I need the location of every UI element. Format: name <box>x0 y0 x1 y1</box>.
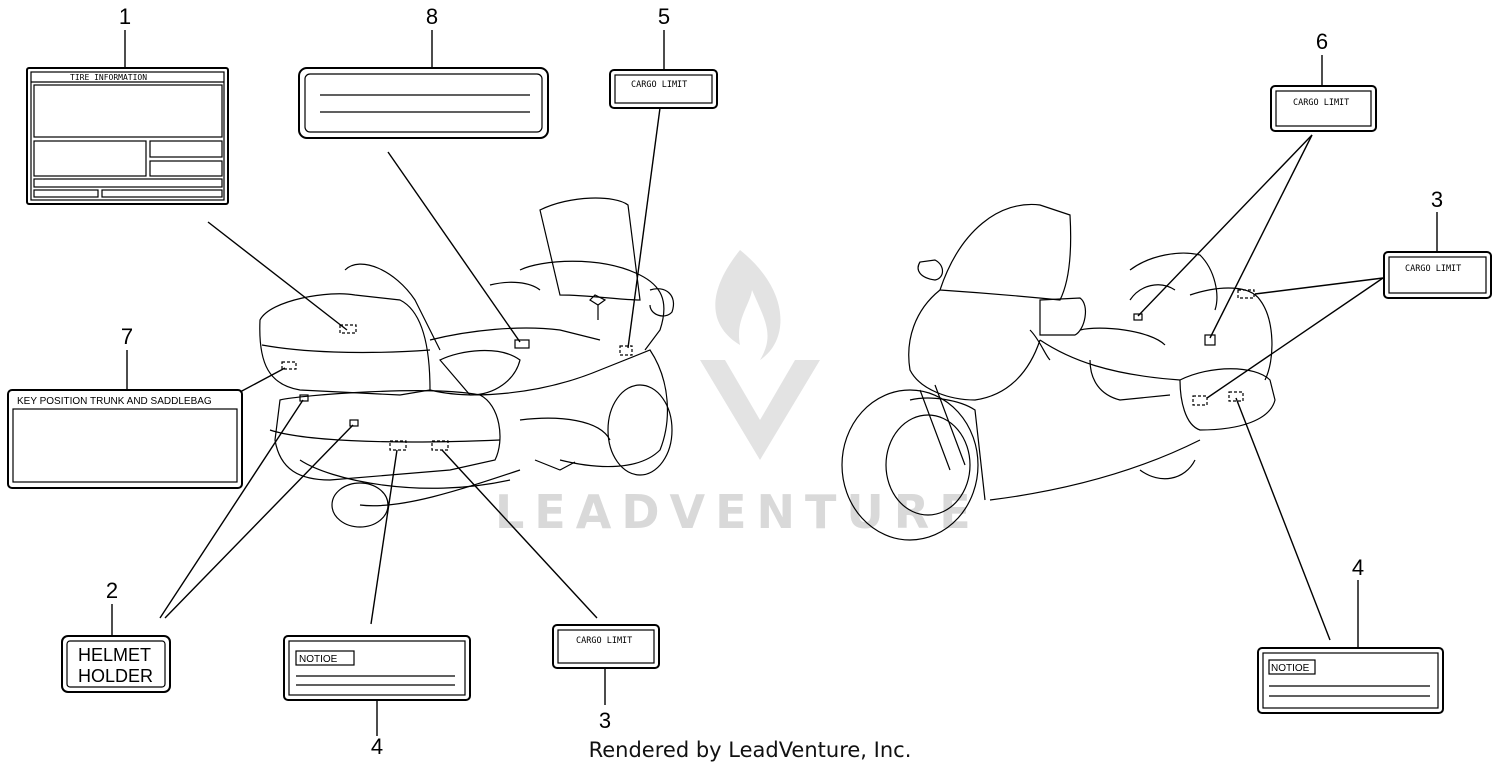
watermark: LEADVENTURE <box>495 250 981 539</box>
cargo-limit-text: CARGO LIMIT <box>1293 98 1349 108</box>
callout-7: 7 <box>121 324 133 349</box>
cargo-limit-decal-3-right: CARGO LIMIT <box>1383 251 1492 299</box>
notice-decal-left: NOTIOE <box>283 635 471 701</box>
tire-information-decal: TIRE INFORMATION <box>26 67 229 205</box>
callout-numbers: 1 8 5 7 2 4 3 6 3 4 <box>106 4 1443 759</box>
callout-3-right: 3 <box>1431 187 1443 212</box>
cargo-limit-text: CARGO LIMIT <box>1405 264 1461 274</box>
key-position-text: KEY POSITION TRUNK AND SADDLEBAG <box>17 396 212 407</box>
callout-8: 8 <box>426 4 438 29</box>
callout-6: 6 <box>1316 29 1328 54</box>
blank-decal-8 <box>298 67 549 139</box>
notice-text: NOTIOE <box>299 654 338 665</box>
callout-1: 1 <box>119 4 131 29</box>
callout-2: 2 <box>106 578 118 603</box>
footer-credit: Rendered by LeadVenture, Inc. <box>588 738 912 762</box>
helmet-line-1: HELMET <box>78 645 151 665</box>
left-motorcycle-drawing <box>259 197 674 528</box>
cargo-limit-text: CARGO LIMIT <box>631 80 687 90</box>
cargo-limit-decal-3-left: CARGO LIMIT <box>552 624 660 669</box>
cargo-limit-decal-6: CARGO LIMIT <box>1270 85 1377 132</box>
callout-5: 5 <box>658 4 670 29</box>
callout-3-left: 3 <box>599 708 611 733</box>
helmet-holder-decal: HELMET HOLDER <box>61 635 171 693</box>
callout-4-right: 4 <box>1352 555 1364 580</box>
callout-4-left: 4 <box>371 734 383 759</box>
cargo-limit-decal-5: CARGO LIMIT <box>609 69 718 109</box>
right-motorcycle-drawing <box>841 203 1276 541</box>
watermark-text: LEADVENTURE <box>495 485 981 539</box>
notice-text: NOTIOE <box>1271 663 1310 674</box>
leader-lines <box>111 30 1438 736</box>
cargo-limit-text: CARGO LIMIT <box>576 636 632 646</box>
tire-information-title: TIRE INFORMATION <box>70 73 147 82</box>
key-position-decal: KEY POSITION TRUNK AND SADDLEBAG <box>7 389 243 489</box>
notice-decal-right: NOTIOE <box>1257 647 1444 714</box>
helmet-line-2: HOLDER <box>78 666 153 686</box>
